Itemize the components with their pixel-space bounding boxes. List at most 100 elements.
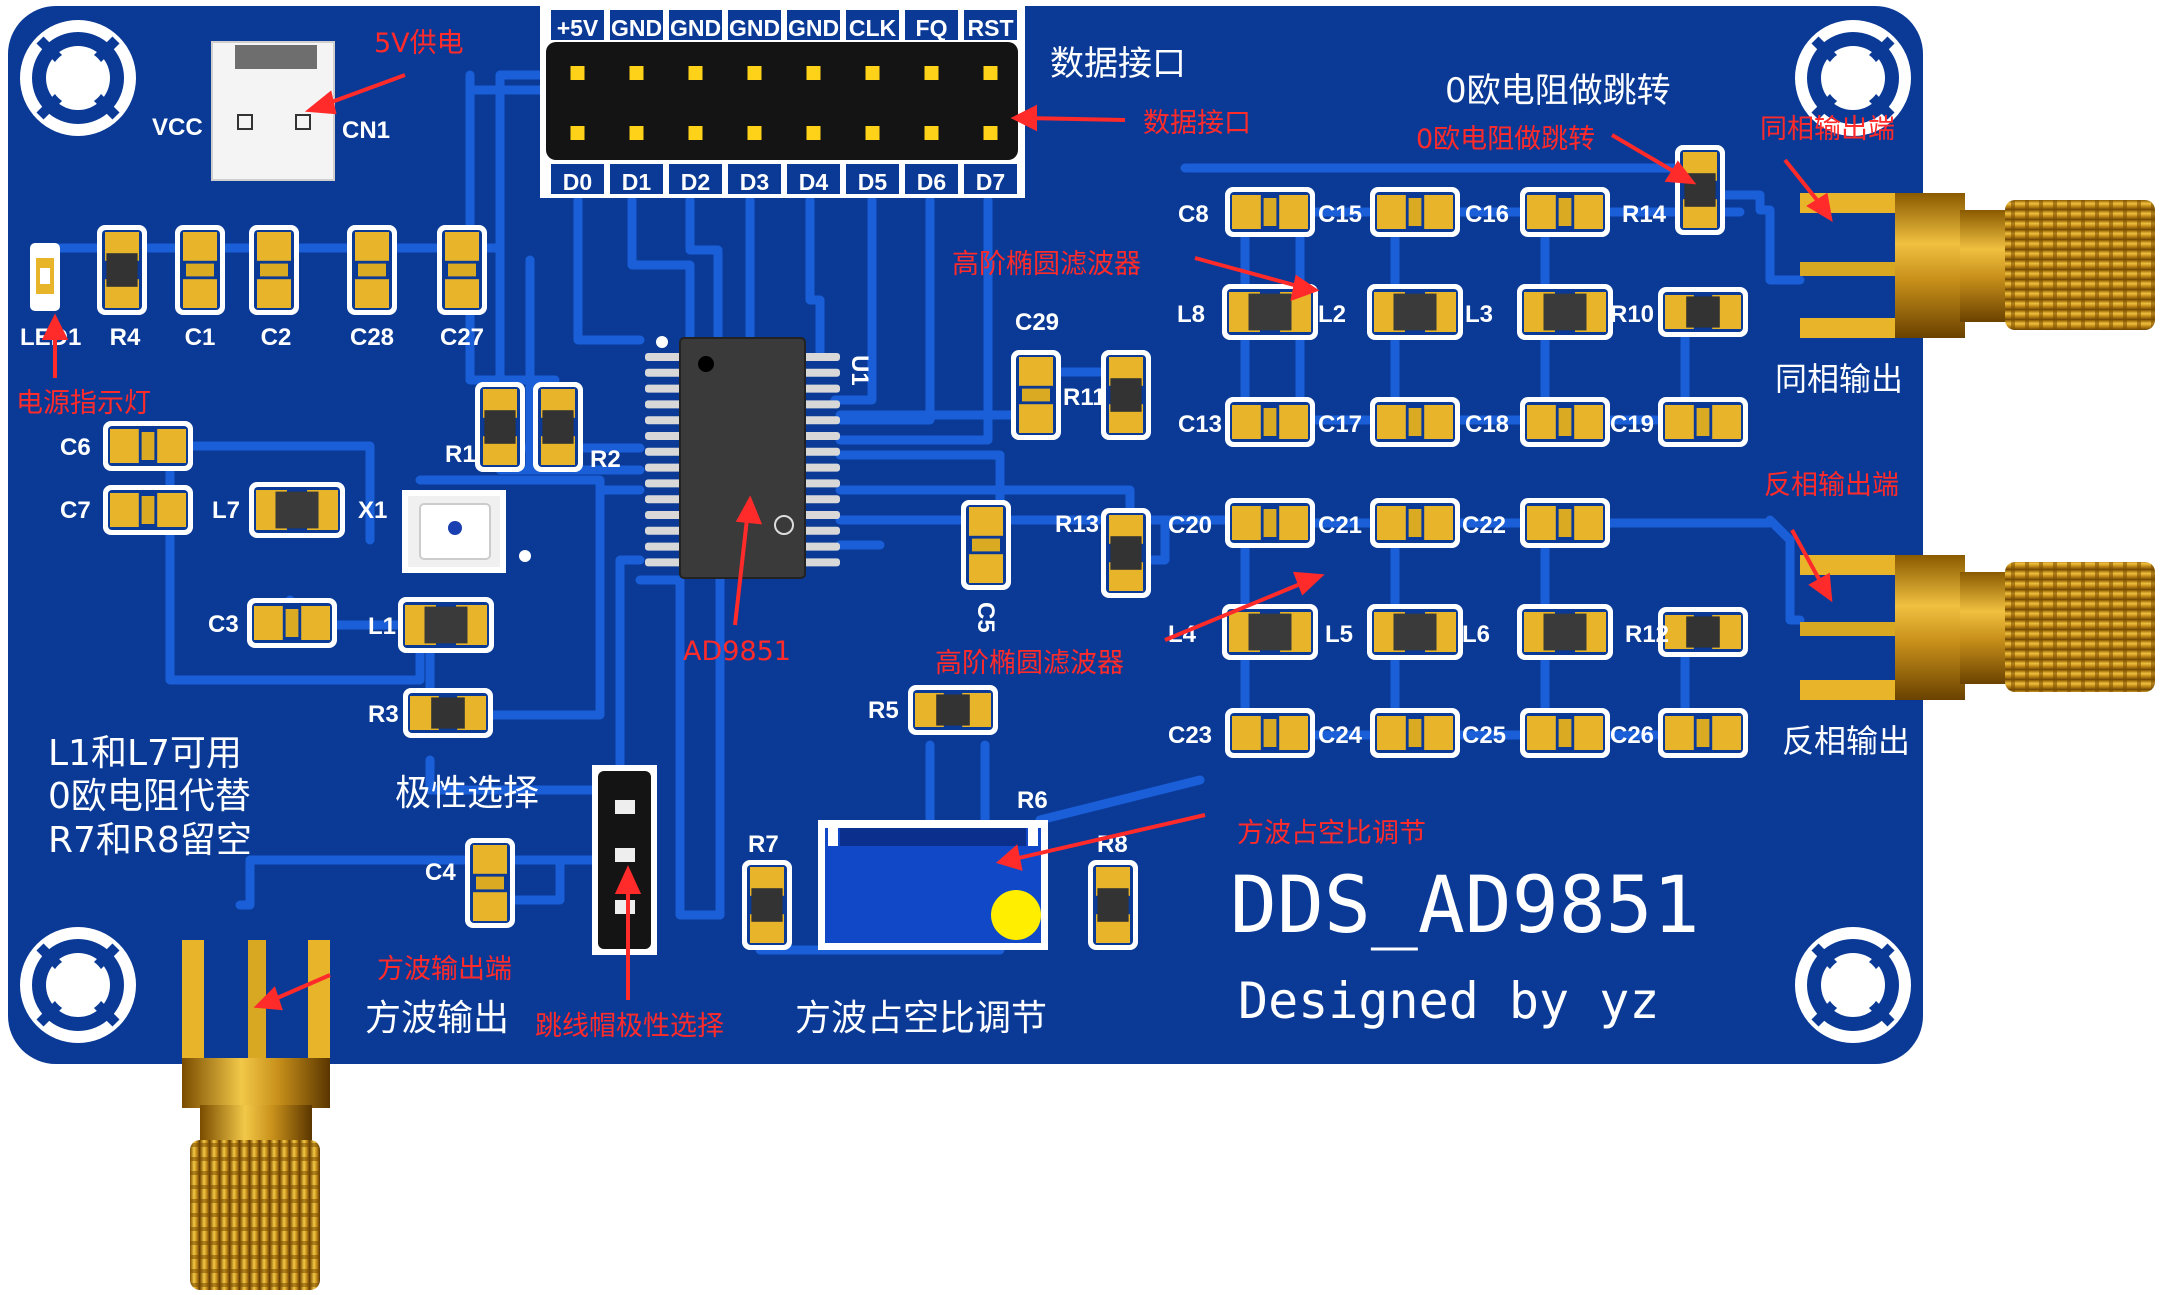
label-r6: R6 bbox=[1017, 787, 1048, 814]
label-c18: C18 bbox=[1465, 411, 1509, 438]
component-c21 bbox=[1370, 498, 1460, 548]
label-r2: R2 bbox=[590, 446, 621, 473]
silkscreen-text: 0欧电阻做跳转 同相输出 反相输出 极性选择 方波输出 方波占空比调节 L1和L… bbox=[48, 71, 1910, 1039]
component-c28 bbox=[347, 225, 397, 315]
label-r14: R14 bbox=[1622, 201, 1667, 228]
component-c20 bbox=[1225, 498, 1315, 548]
annotation-arrows bbox=[41, 73, 1833, 1011]
header-bottom-pin-label: D6 bbox=[917, 169, 946, 195]
component-r3 bbox=[403, 688, 493, 738]
label-c17: C17 bbox=[1318, 411, 1362, 438]
annotation-in-phase-out: 同相输出端 bbox=[1760, 114, 1895, 145]
component-r5 bbox=[908, 685, 998, 735]
component-r4 bbox=[97, 225, 147, 315]
label-c4: C4 bbox=[425, 859, 456, 886]
component-c3 bbox=[247, 598, 337, 648]
component-c23 bbox=[1225, 708, 1315, 758]
label-r3: R3 bbox=[368, 701, 399, 728]
note-line1: L1和L7可用 bbox=[48, 733, 242, 774]
label-r10: R10 bbox=[1610, 301, 1654, 328]
header-pin bbox=[629, 66, 644, 80]
component-r12 bbox=[1658, 607, 1748, 657]
label-c3: C3 bbox=[208, 611, 239, 638]
label-c28: C28 bbox=[350, 324, 394, 351]
polarity-silk: 极性选择 bbox=[395, 773, 539, 814]
header-pin bbox=[806, 66, 821, 80]
label-c24: C24 bbox=[1318, 722, 1363, 749]
label-c13: C13 bbox=[1178, 411, 1222, 438]
component-c4 bbox=[465, 838, 515, 928]
mounting-hole bbox=[1795, 20, 1911, 136]
component-l5 bbox=[1367, 604, 1463, 660]
component-c25 bbox=[1520, 708, 1610, 758]
cn1-label: CN1 bbox=[342, 117, 390, 144]
label-c22: C22 bbox=[1462, 512, 1506, 539]
header-pin bbox=[688, 126, 703, 140]
component-c24 bbox=[1370, 708, 1460, 758]
component-c27 bbox=[437, 225, 487, 315]
component-c6 bbox=[103, 421, 193, 471]
header-bottom-pin-label: D5 bbox=[858, 169, 888, 195]
label-c16: C16 bbox=[1465, 201, 1509, 228]
data-header bbox=[540, 6, 1025, 198]
header-top-pin-label: CLK bbox=[849, 15, 897, 41]
label-r1: R1 bbox=[445, 441, 476, 468]
header-bottom-pin-label: D7 bbox=[976, 169, 1005, 195]
square-out-silk: 方波输出 bbox=[365, 998, 509, 1039]
header-pin bbox=[747, 126, 762, 140]
power-led bbox=[30, 243, 60, 311]
component-c5 bbox=[961, 500, 1011, 590]
label-c26: C26 bbox=[1610, 722, 1654, 749]
label-l5: L5 bbox=[1325, 621, 1353, 648]
board-title: DDS_AD9851 bbox=[1230, 861, 1700, 951]
label-c25: C25 bbox=[1462, 722, 1506, 749]
component-r10 bbox=[1658, 287, 1748, 337]
component-l4 bbox=[1222, 604, 1318, 660]
mounting-hole bbox=[20, 20, 136, 136]
duty-silk: 方波占空比调节 bbox=[795, 998, 1047, 1039]
header-top-pin-label: GND bbox=[611, 15, 662, 41]
label-c19: C19 bbox=[1610, 411, 1654, 438]
component-l6 bbox=[1517, 604, 1613, 660]
label-r11: R11 bbox=[1063, 384, 1106, 411]
label-l7: L7 bbox=[212, 497, 240, 524]
component-c1 bbox=[175, 225, 225, 315]
mounting-holes bbox=[20, 20, 1911, 1043]
label-c8: C8 bbox=[1178, 201, 1209, 228]
label-l8: L8 bbox=[1177, 301, 1205, 328]
component-r8 bbox=[1088, 860, 1138, 950]
potentiometer-r6 bbox=[818, 820, 1048, 950]
ad9851-chip bbox=[645, 336, 840, 579]
component-c8 bbox=[1225, 187, 1315, 237]
header-pin bbox=[688, 66, 703, 80]
header-pin bbox=[865, 66, 880, 80]
note-line2: 0欧电阻代替 bbox=[48, 776, 251, 817]
component-c22 bbox=[1520, 498, 1610, 548]
header-pin bbox=[924, 126, 939, 140]
annotation-filter-bottom: 高阶椭圆滤波器 bbox=[935, 648, 1124, 679]
component-c26 bbox=[1658, 708, 1748, 758]
header-pin bbox=[983, 66, 998, 80]
header-pin bbox=[806, 126, 821, 140]
component-r7 bbox=[742, 860, 792, 950]
label-c21: C21 bbox=[1318, 512, 1362, 539]
header-top-pin-label: GND bbox=[670, 15, 721, 41]
label-l1: L1 bbox=[368, 613, 396, 640]
component-c17 bbox=[1370, 397, 1460, 447]
annotation-text: 5V供电 数据接口 0欧电阻做跳转 同相输出端 高阶椭圆滤波器 电源指示灯 反相… bbox=[16, 28, 1899, 1042]
label-r5: R5 bbox=[868, 697, 899, 724]
header-bottom-pin-label: D3 bbox=[740, 169, 769, 195]
designer: Designed by yz bbox=[1238, 972, 1659, 1030]
label-l3: L3 bbox=[1465, 301, 1493, 328]
annotation-anti-phase-out: 反相输出端 bbox=[1764, 470, 1899, 501]
header-pin bbox=[570, 66, 585, 80]
header-top-pin-label: RST bbox=[968, 15, 1014, 41]
header-bottom-pin-label: D4 bbox=[799, 169, 829, 195]
label-x1: X1 bbox=[358, 497, 387, 524]
component-c7 bbox=[103, 485, 193, 535]
component-c18 bbox=[1520, 397, 1610, 447]
header-pin bbox=[924, 66, 939, 80]
label-c20: C20 bbox=[1168, 512, 1212, 539]
annotation-square-out: 方波输出端 bbox=[377, 954, 512, 985]
label-c23: C23 bbox=[1168, 722, 1212, 749]
